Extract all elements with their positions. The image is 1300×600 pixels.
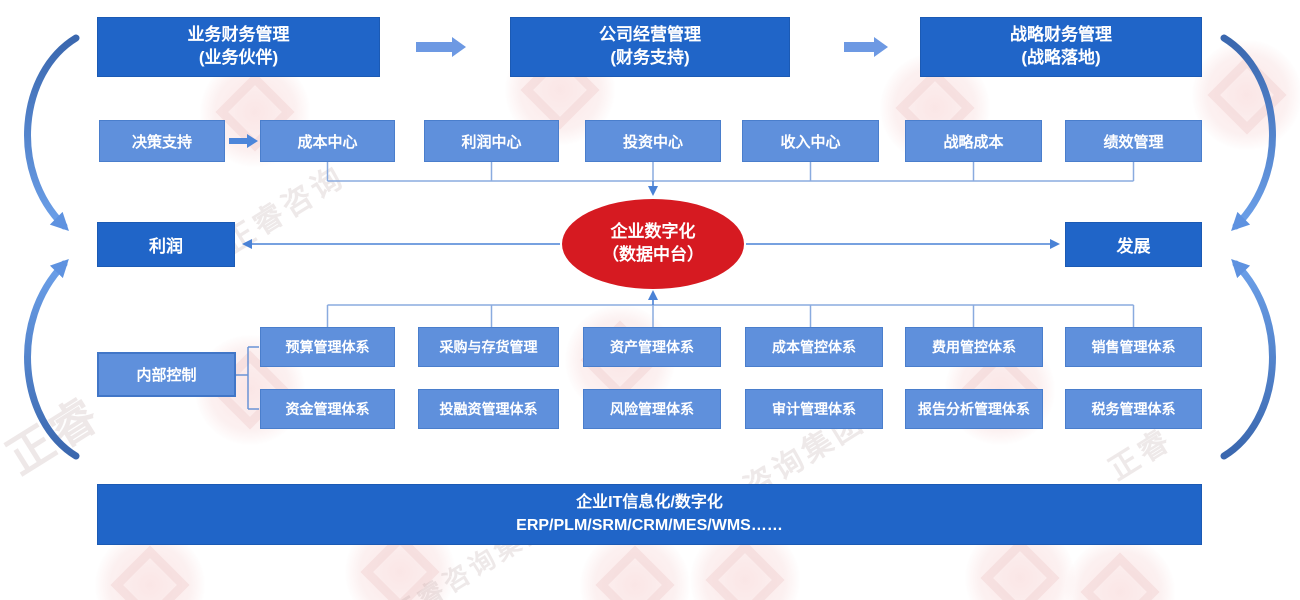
bottom-it-bar: 企业IT信息化/数字化 ERP/PLM/SRM/CRM/MES/WMS…… (97, 484, 1202, 545)
lower-bus-lines (326, 304, 1135, 327)
arrow-top-2 (844, 37, 888, 57)
node-budget-system: 预算管理体系 (260, 327, 395, 367)
node-procurement-inventory: 采购与存货管理 (418, 327, 559, 367)
node-company-operation: 公司经营管理 (财务支持) (510, 17, 790, 77)
node-profit-center: 利润中心 (424, 120, 559, 162)
node-label: 战略财务管理 (1010, 25, 1112, 45)
node-development: 发展 (1065, 222, 1202, 267)
node-label: 公司经营管理 (599, 25, 701, 45)
node-cost-center: 成本中心 (260, 120, 395, 162)
node-sublabel: (战略落地) (1021, 48, 1101, 67)
node-strategic-cost: 战略成本 (905, 120, 1042, 162)
node-business-finance: 业务财务管理 (业务伙伴) (97, 17, 380, 77)
node-audit-system: 审计管理体系 (745, 389, 883, 429)
node-tax-system: 税务管理体系 (1065, 389, 1202, 429)
node-sales-system: 销售管理体系 (1065, 327, 1202, 367)
internal-control-bracket (236, 346, 259, 410)
node-risk-system: 风险管理体系 (583, 389, 721, 429)
curved-arrow-left-top (24, 34, 80, 231)
arrow-top-1 (416, 37, 466, 57)
node-investment-center: 投资中心 (585, 120, 721, 162)
node-asset-system: 资产管理体系 (583, 327, 721, 367)
ellipse-label: 企业数字化 (610, 222, 696, 242)
upper-bus-lines (326, 162, 1135, 182)
curved-arrow-left-bottom (24, 258, 80, 460)
node-financing-system: 投融资管理体系 (418, 389, 559, 429)
node-cost-control-system: 成本管控体系 (745, 327, 883, 367)
node-treasury-system: 资金管理体系 (260, 389, 395, 429)
node-digital-hub: 企业数字化 （数据中台） (562, 199, 744, 289)
node-profit: 利润 (97, 222, 235, 267)
curved-arrow-right-bottom (1220, 258, 1276, 460)
node-expense-control-system: 费用管控体系 (905, 327, 1043, 367)
node-performance-mgmt: 绩效管理 (1065, 120, 1202, 162)
node-label: 业务财务管理 (187, 25, 290, 45)
bottom-bar-title: 企业IT信息化/数字化 (576, 494, 723, 512)
arrow-decision-to-cost (229, 134, 258, 148)
bottom-bar-systems: ERP/PLM/SRM/CRM/MES/WMS…… (516, 516, 783, 534)
node-decision-support: 决策支持 (99, 120, 225, 162)
node-strategic-finance: 战略财务管理 (战略落地) (920, 17, 1202, 77)
node-internal-control: 内部控制 (97, 352, 236, 397)
curved-arrow-right-top (1220, 34, 1276, 231)
node-report-analysis-system: 报告分析管理体系 (905, 389, 1043, 429)
ellipse-sublabel: （数据中台） (602, 245, 704, 264)
node-sublabel: (业务伙伴) (198, 48, 279, 67)
node-sublabel: (财务支持) (610, 48, 690, 67)
node-revenue-center: 收入中心 (742, 120, 879, 162)
